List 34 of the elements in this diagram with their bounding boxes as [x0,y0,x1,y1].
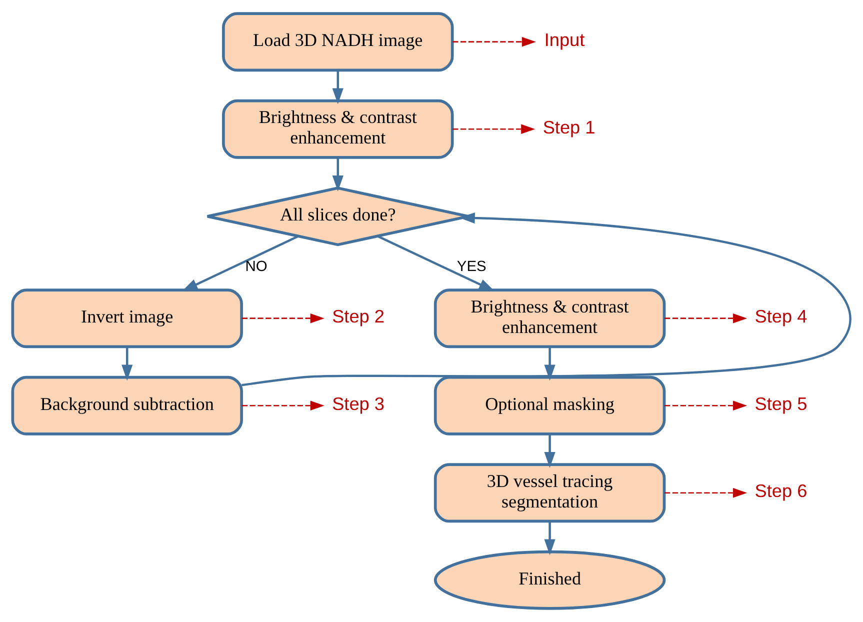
arrow [242,400,324,411]
node-ellipse: Finished [434,550,666,610]
node-text: Step 6 [754,481,808,502]
node-text: Step 5 [754,394,808,414]
node-text: Step 3 [332,394,384,414]
arrow [452,36,536,47]
node-text: Step 2 [332,306,384,327]
node-box: Background subtraction [11,376,243,436]
arrow [332,70,344,104]
arrow [122,346,133,381]
arrow [544,521,556,556]
node-diamond: All slices done? [206,186,470,246]
arrow [332,158,344,192]
node-box: Optional masking [434,376,666,436]
arrow [242,313,324,324]
node-box: Invert image [11,288,243,348]
arrow [377,235,495,292]
node-text: Step 4 [754,306,808,327]
node-text: Input [544,30,585,50]
arrow [242,212,852,386]
arrow [664,400,748,411]
node-box: Brightness & contrast enhancement [222,99,454,159]
edge-label: NO [245,259,268,276]
arrow [664,488,748,498]
arrow [452,124,536,134]
node-text: Step 1 [542,117,596,138]
arrow [544,434,556,468]
node-box: 3D vessel tracing segmentation [434,463,666,523]
arrow [182,235,299,292]
node-box: Load 3D NADH image [222,12,454,72]
node-box: Brightness & contrast enhancement [434,288,666,348]
edge-label: YES [456,259,486,276]
arrow [544,346,556,381]
arrow [664,313,748,324]
